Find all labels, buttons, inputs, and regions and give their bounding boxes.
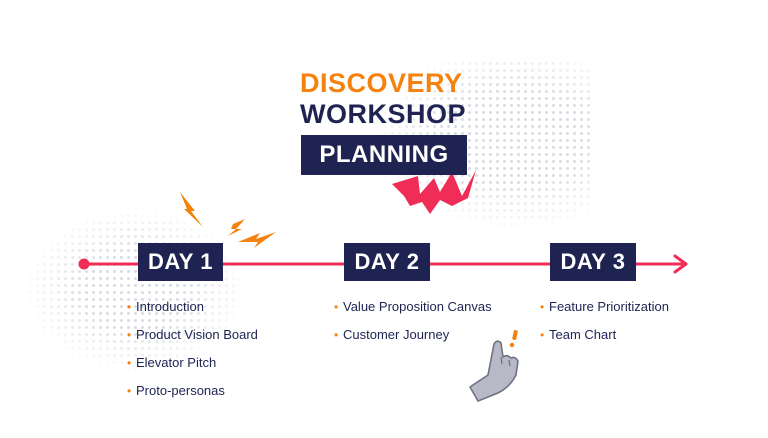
- bullet-icon: •: [334, 300, 339, 314]
- day-3-label: DAY 3: [550, 243, 636, 281]
- title-planning: PLANNING: [301, 135, 467, 175]
- day-3-activities: •Feature Prioritization •Team Chart: [540, 297, 669, 353]
- title-discovery: DISCOVERY: [300, 68, 463, 98]
- pointing-hand-icon: [469, 340, 519, 402]
- bullet-icon: •: [540, 300, 545, 314]
- list-item: •Introduction: [127, 297, 258, 325]
- arrow-head-icon: [673, 254, 688, 274]
- bullet-icon: •: [334, 328, 339, 342]
- day-1-label: DAY 1: [138, 243, 223, 281]
- bullet-icon: •: [127, 356, 132, 370]
- day-1-activities: •Introduction •Product Vision Board •Ele…: [127, 297, 258, 409]
- title-workshop: WORKSHOP: [300, 99, 466, 129]
- dot-pattern-left: [20, 205, 250, 375]
- lightning-icon: [180, 192, 276, 248]
- list-item: •Team Chart: [540, 325, 669, 353]
- bullet-icon: •: [127, 384, 132, 398]
- burst-icon: [392, 170, 476, 214]
- bullet-icon: •: [127, 328, 132, 342]
- list-item: •Proto-personas: [127, 381, 258, 409]
- day-2-activities: •Value Proposition Canvas •Customer Jour…: [334, 297, 492, 353]
- bullet-icon: •: [540, 328, 545, 342]
- day-2-label: DAY 2: [344, 243, 430, 281]
- bullet-icon: •: [127, 300, 132, 314]
- list-item: •Value Proposition Canvas: [334, 297, 492, 325]
- list-item: •Product Vision Board: [127, 325, 258, 353]
- list-item: •Elevator Pitch: [127, 353, 258, 381]
- list-item: •Feature Prioritization: [540, 297, 669, 325]
- list-item: •Customer Journey: [334, 325, 492, 353]
- exclamation-icon: [509, 329, 518, 348]
- timeline-start-dot: [78, 258, 90, 270]
